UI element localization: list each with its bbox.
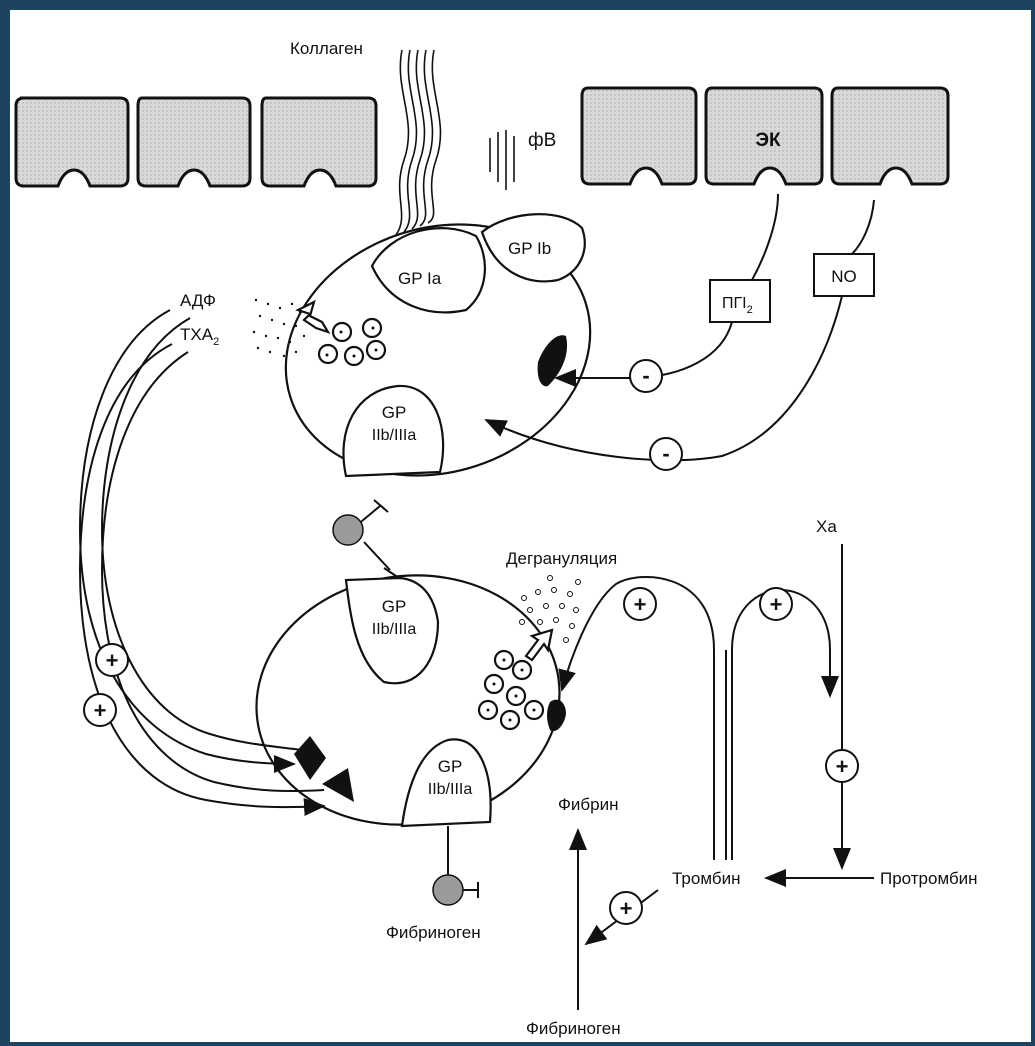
endothelial-cell — [16, 98, 128, 186]
plus-text: + — [620, 896, 633, 921]
thrombin-label: Тромбин — [672, 869, 740, 888]
diagram-canvas: ЭК Коллаген фВ GP Ia GP Ib GP IIb/IIIa — [10, 10, 1031, 1042]
plus-sign: + — [624, 588, 656, 620]
txa-subscript: 2 — [213, 336, 219, 348]
adp-label: АДФ — [180, 291, 216, 310]
minus-text: - — [642, 363, 649, 388]
gp-iib-iiia-label: IIb/IIIa — [428, 781, 473, 798]
collagen-fibers — [396, 50, 440, 235]
thrombin-loop-xa — [732, 590, 830, 860]
plus-sign: + — [760, 588, 792, 620]
thrombin-receptor-icon — [547, 700, 566, 731]
endothelial-cell — [582, 88, 696, 184]
endothelium-right: ЭК — [582, 88, 948, 184]
fibrinogen-ball-icon — [433, 826, 478, 905]
pgi2-text: ПГI — [722, 295, 747, 312]
fibrinogen-bottom-label: Фибриноген — [526, 1019, 621, 1038]
gp-iib-iiia-label: IIb/IIIa — [372, 427, 417, 444]
plus-sign: + — [610, 892, 642, 924]
gp-label: GP — [438, 757, 463, 776]
minus-sign: - — [630, 360, 662, 392]
txa-label: TXA2 — [180, 325, 219, 348]
plus-text: + — [770, 592, 783, 617]
fibrinogen-ball-icon — [333, 500, 396, 576]
gp-ia-label: GP Ia — [398, 269, 442, 288]
plus-text: + — [634, 592, 647, 617]
minus-text: - — [662, 441, 669, 466]
fibrin-label: Фибрин — [558, 795, 619, 814]
plus-text: + — [94, 698, 107, 723]
platelet-upper: GP Ia GP Ib GP IIb/IIIa — [253, 186, 623, 514]
gp-label: GP — [382, 597, 407, 616]
platelet-lower: GP IIb/IIIa GP IIb/IIIa — [240, 556, 576, 844]
degranulation-label: Дегрануляция — [506, 549, 617, 568]
plus-sign: + — [826, 750, 858, 782]
endothelial-cell — [262, 98, 376, 186]
vwf-lines — [490, 130, 514, 190]
vwf-label: фВ — [528, 130, 556, 151]
xa-label: Xa — [816, 517, 837, 536]
minus-sign: - — [650, 438, 682, 470]
gp-iib-iiia-label: IIb/IIIa — [372, 621, 417, 638]
endothelial-cell-label: ЭК — [755, 130, 781, 151]
endothelial-cell — [138, 98, 250, 186]
fibrinogen-platelet-label: Фибриноген — [386, 923, 481, 942]
plus-sign: + — [96, 644, 128, 676]
no-label: NO — [831, 267, 857, 286]
plus-text: + — [836, 754, 849, 779]
plus-sign: + — [84, 694, 116, 726]
gp-ib-label: GP Ib — [508, 239, 551, 258]
pgi2-subscript: 2 — [747, 304, 753, 316]
plus-text: + — [106, 648, 119, 673]
prothrombin-label: Протромбин — [880, 869, 978, 888]
collagen-label: Коллаген — [290, 39, 363, 58]
endothelium-left — [16, 98, 376, 186]
txa-text: TXA — [180, 325, 214, 344]
platelet-hemostasis-diagram: ЭК Коллаген фВ GP Ia GP Ib GP IIb/IIIa — [10, 10, 1031, 1042]
gp-label: GP — [382, 403, 407, 422]
endothelial-cell — [832, 88, 948, 184]
